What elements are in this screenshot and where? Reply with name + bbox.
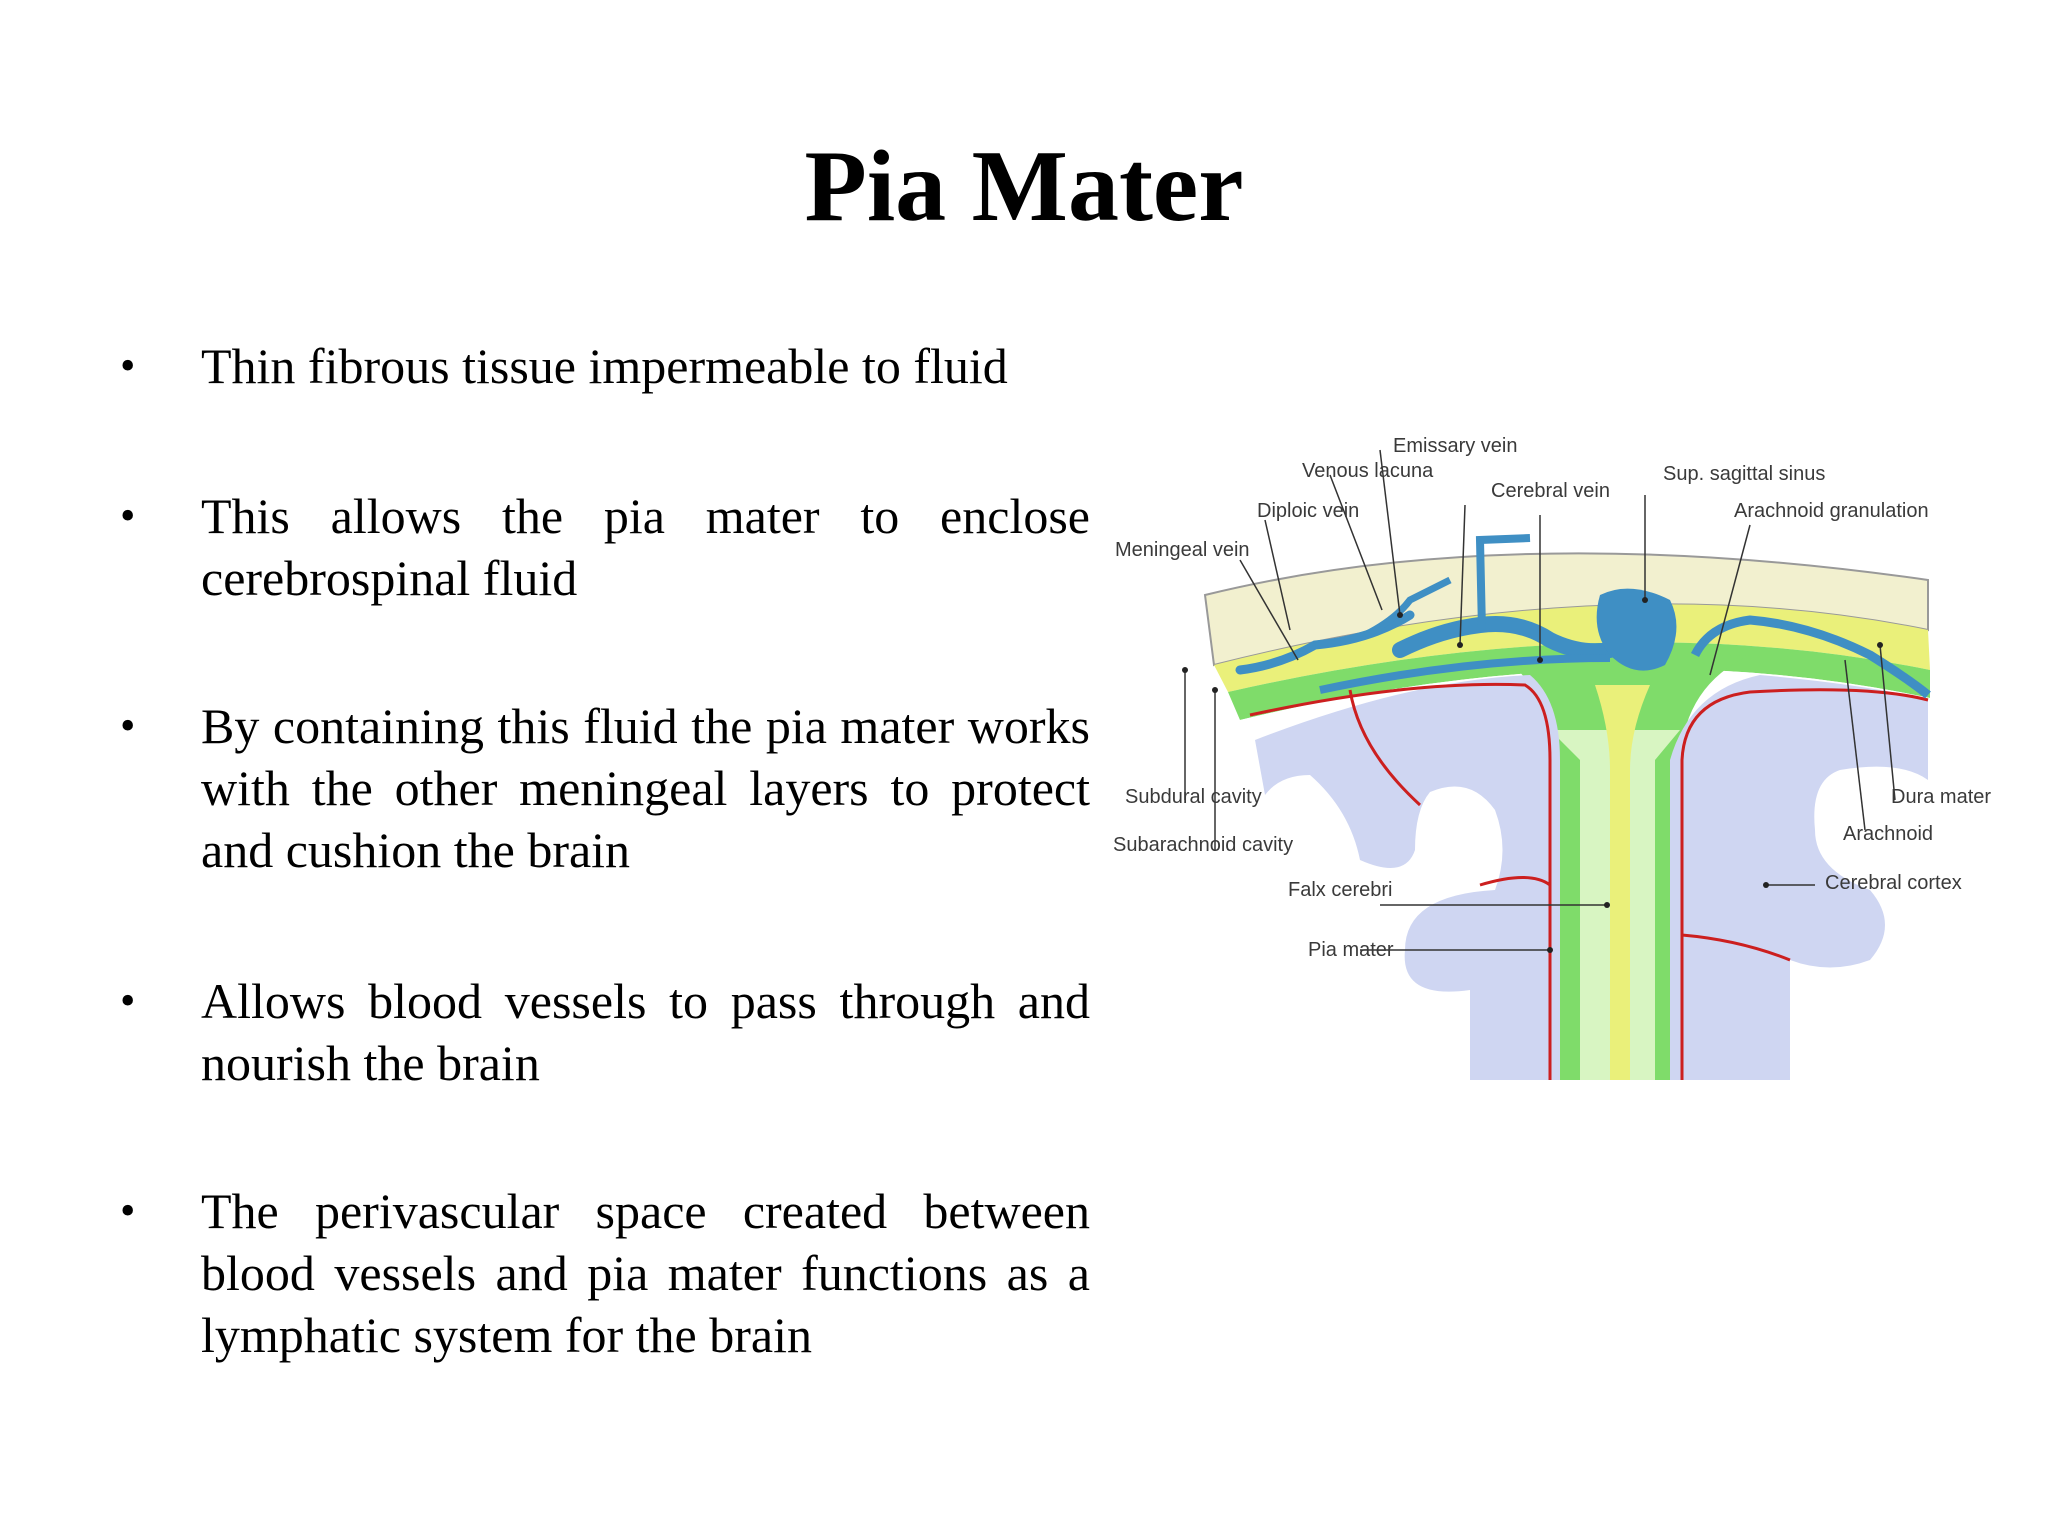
bullet-marker: •	[120, 701, 136, 750]
pia-sulcus-left	[1348, 689, 1422, 807]
diploic-vein	[1363, 576, 1452, 639]
meninges-diagram-svg: Emissary vein Venous lacuna Cerebral vei…	[1113, 435, 1991, 1080]
dura-layer	[1214, 604, 1930, 692]
label-pia-mater: Pia mater	[1308, 939, 1394, 961]
bullet-marker: •	[120, 341, 136, 390]
label-arachnoid: Arachnoid	[1843, 823, 1933, 845]
label-cerebral-cortex: Cerebral cortex	[1825, 872, 1962, 894]
bullet-text: By containing this fluid the pia mater w…	[201, 698, 1090, 878]
bullet-text: Thin fibrous tissue impermeable to fluid	[201, 338, 1008, 394]
bullet-marker: •	[120, 1186, 136, 1235]
slide-title: Pia Mater	[804, 130, 1244, 243]
pia-line-left	[1249, 682, 1552, 1080]
cerebral-vein	[1319, 654, 1611, 694]
bullet-text: This allows the pia mater to enclose cer…	[201, 488, 1090, 606]
label-dura-mater: Dura mater	[1891, 786, 1991, 808]
label-sup-sagittal-sinus: Sup. sagittal sinus	[1663, 463, 1825, 485]
label-subdural-cavity: Subdural cavity	[1125, 786, 1262, 808]
venous-lacuna	[1392, 616, 1618, 660]
label-cerebral-vein: Cerebral vein	[1491, 480, 1610, 502]
arachnoid-layer	[1228, 642, 1930, 720]
sagittal-sinus	[1596, 588, 1677, 671]
arachnoid-granulation	[1690, 615, 1931, 699]
bullet-marker: •	[120, 491, 136, 540]
label-meningeal-vein: Meningeal vein	[1115, 539, 1250, 561]
bullet-marker: •	[120, 976, 136, 1025]
meningeal-vein	[1235, 610, 1415, 675]
pia-line-right	[1680, 688, 1929, 1080]
left-hemisphere	[1255, 675, 1560, 1080]
right-hemisphere	[1670, 675, 1928, 1080]
pia-sulcus-mid	[1479, 876, 1551, 887]
label-venous-lacuna: Venous lacuna	[1302, 460, 1434, 482]
label-arachnoid-granulation: Arachnoid granulation	[1734, 500, 1929, 522]
emissary-vein	[1475, 534, 1531, 631]
label-falx-cerebri: Falx cerebri	[1288, 879, 1392, 901]
falx-cerebri	[1595, 685, 1650, 1080]
bullet-text: Allows blood vessels to pass through and…	[201, 973, 1090, 1091]
pia-sulcus-right	[1681, 933, 1791, 962]
meninges-diagram: Emissary vein Venous lacuna Cerebral vei…	[1110, 430, 2020, 1110]
label-diploic-vein: Diploic vein	[1257, 500, 1359, 522]
bullet-text: The perivascular space created between b…	[201, 1183, 1090, 1363]
label-subarachnoid-cavity: Subarachnoid cavity	[1113, 834, 1293, 856]
label-emissary-vein: Emissary vein	[1393, 435, 1517, 457]
